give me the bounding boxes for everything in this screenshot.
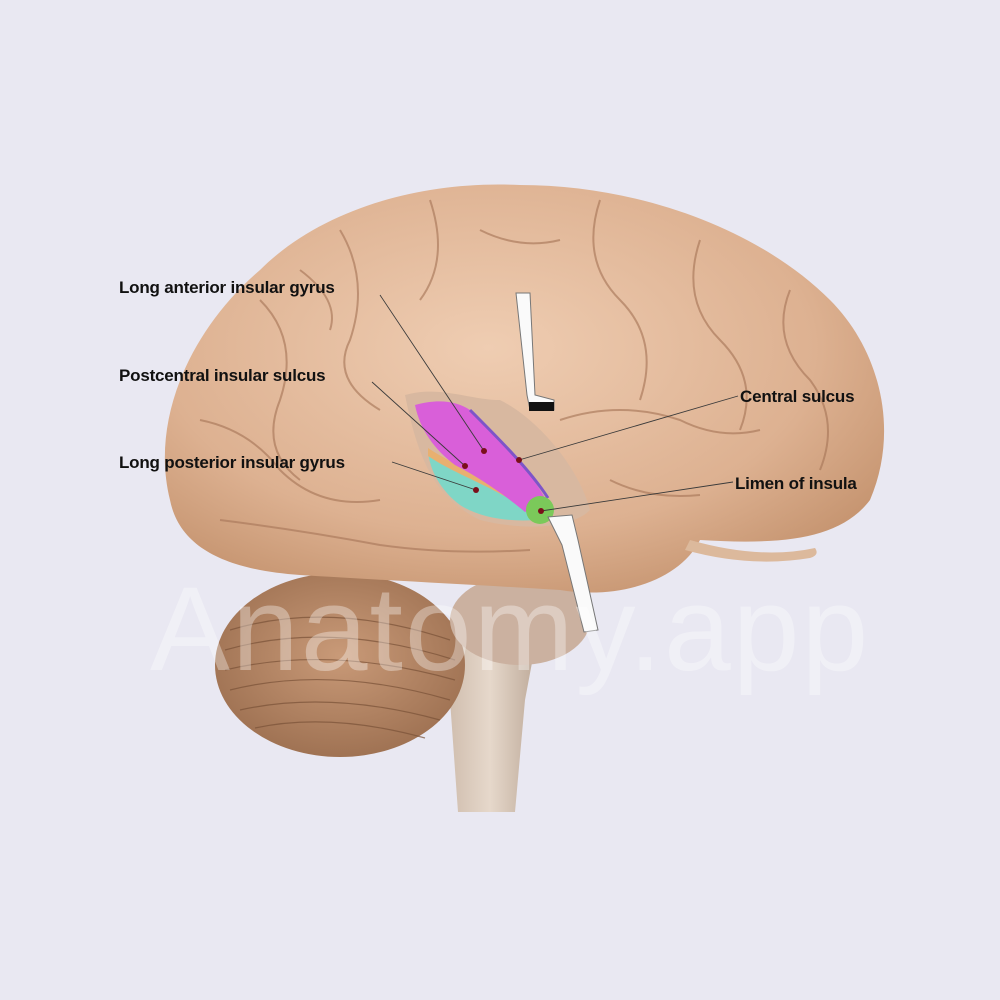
watermark: Anatomy.app [150,562,871,696]
label-limen-of-insula: Limen of insula [735,474,857,493]
long-posterior-insular-gyrus [428,452,535,521]
label-postcentral-insular-sulcus: Postcentral insular sulcus [119,366,326,385]
label-long-anterior-insular-gyrus: Long anterior insular gyrus [119,278,335,297]
cerebrum [164,184,885,593]
long-anterior-insular-gyrus [415,401,545,512]
brainstem [440,620,540,812]
lower-retractor [547,514,599,633]
label-central-sulcus: Central sulcus [740,387,855,406]
label-long-posterior-insular-gyrus: Long posterior insular gyrus [119,453,345,472]
